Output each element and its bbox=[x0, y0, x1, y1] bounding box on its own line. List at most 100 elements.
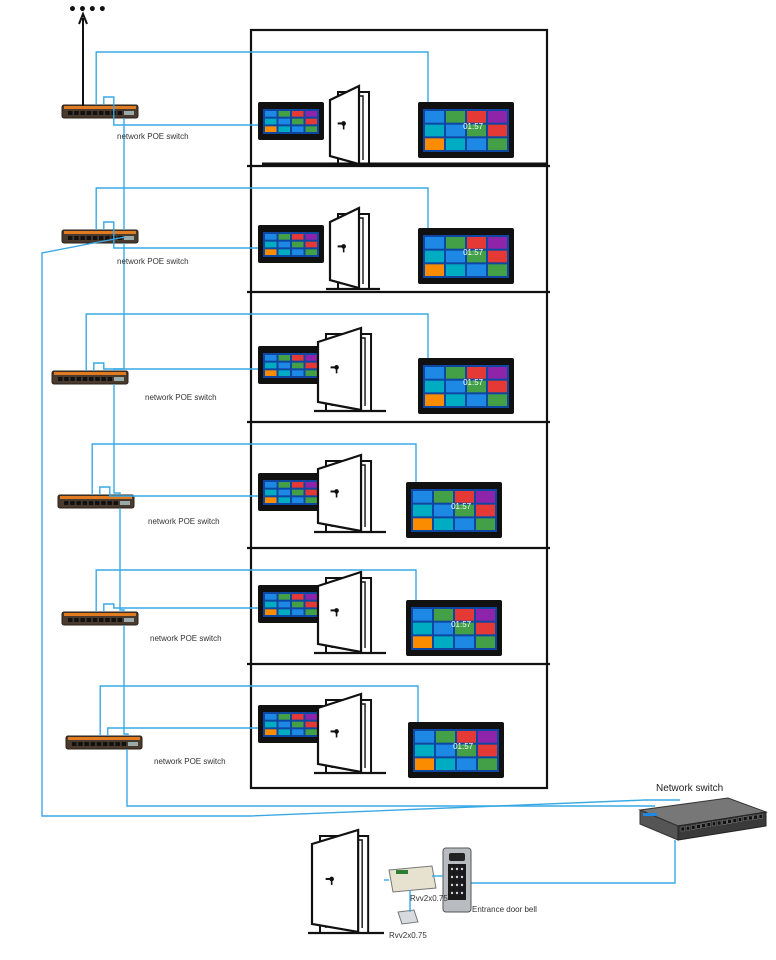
bottom-switch-uplink bbox=[126, 749, 655, 807]
power-supply-body bbox=[388, 865, 437, 893]
cable-to-large-monitor bbox=[99, 685, 419, 736]
network-switch-port bbox=[753, 814, 758, 820]
lock-keyhole bbox=[335, 731, 338, 738]
screen-tile bbox=[305, 355, 317, 361]
screen-tile bbox=[278, 362, 290, 369]
screen-tile bbox=[446, 111, 465, 123]
screen-tile bbox=[305, 126, 317, 132]
poe-switch-label: network POE switch bbox=[154, 757, 226, 766]
screen-tile bbox=[425, 111, 444, 123]
doorbell-key bbox=[460, 867, 464, 871]
screen-tile bbox=[278, 355, 290, 361]
screen-tile bbox=[436, 731, 455, 743]
switch-port bbox=[111, 618, 116, 622]
switch-port bbox=[105, 111, 110, 115]
screen-tile bbox=[467, 394, 486, 406]
screen-tile bbox=[265, 355, 277, 361]
cable-to-large-monitor bbox=[95, 187, 429, 230]
screen-tile bbox=[305, 241, 317, 248]
cable-to-monitor bbox=[93, 362, 258, 371]
entrance-door-icon bbox=[308, 828, 384, 935]
screen-tile bbox=[265, 234, 277, 240]
screen-tile bbox=[278, 497, 290, 503]
screen-tile bbox=[425, 124, 444, 137]
screen-tile bbox=[305, 609, 317, 615]
screen-tile bbox=[425, 138, 444, 150]
screen-tile bbox=[425, 367, 444, 379]
screen-tile bbox=[305, 234, 317, 240]
network-switch-label: Network switch bbox=[656, 783, 724, 794]
switch-uplink bbox=[120, 501, 130, 505]
switch-port bbox=[68, 618, 73, 622]
screen-tile bbox=[305, 118, 317, 125]
screen-tile bbox=[467, 264, 486, 276]
indoor-monitor-icon bbox=[258, 473, 324, 511]
door-icon bbox=[326, 206, 380, 291]
cable-to-large-monitor bbox=[85, 313, 429, 371]
switch-stripe bbox=[64, 613, 136, 616]
switch-port bbox=[101, 501, 106, 505]
screen-tile bbox=[455, 609, 474, 621]
screen-tile bbox=[455, 518, 474, 530]
screen-tile bbox=[292, 241, 304, 248]
screen-tile bbox=[425, 250, 444, 263]
switch-port bbox=[92, 236, 98, 240]
screen-tile bbox=[265, 370, 277, 376]
network-switch-port bbox=[738, 817, 743, 822]
network-switch-port bbox=[722, 820, 727, 825]
indoor-monitor-large-icon: 01:57 bbox=[418, 228, 514, 284]
screen-tile bbox=[446, 264, 465, 276]
switch-port bbox=[72, 742, 77, 746]
switch-port bbox=[99, 111, 104, 115]
screen-tile bbox=[265, 249, 277, 255]
screen-tile bbox=[446, 380, 465, 393]
screen-tile bbox=[467, 111, 486, 123]
indoor-monitor-icon bbox=[258, 102, 324, 140]
exit-button-icon bbox=[397, 909, 419, 925]
cable-to-large-monitor bbox=[95, 51, 429, 105]
screen-tile bbox=[476, 491, 495, 503]
screen-tile bbox=[265, 241, 277, 248]
switch-port bbox=[105, 236, 110, 240]
antenna-tip bbox=[78, 11, 88, 25]
screen-tile bbox=[278, 241, 290, 248]
main-uplink-cable bbox=[41, 236, 680, 817]
screen-tile bbox=[278, 594, 290, 600]
switch-port bbox=[99, 236, 104, 240]
screen-tile bbox=[265, 714, 277, 720]
screen-tile bbox=[488, 367, 507, 379]
switch-port bbox=[96, 742, 102, 746]
switch-port bbox=[74, 111, 79, 115]
switch-port bbox=[103, 742, 108, 746]
screen-tile bbox=[305, 489, 317, 496]
screen-tile bbox=[425, 264, 444, 276]
poe-switch-label: network POE switch bbox=[150, 634, 222, 643]
screen-tile bbox=[488, 250, 507, 263]
lock-keyhole bbox=[335, 367, 338, 374]
switch-port bbox=[80, 111, 85, 115]
doorbell-cable bbox=[470, 840, 676, 884]
cable-to-monitor bbox=[103, 221, 258, 249]
switch-uplink bbox=[124, 236, 134, 240]
switch-port bbox=[68, 236, 73, 240]
switch-stripe bbox=[68, 737, 140, 740]
screen-tile bbox=[292, 234, 304, 240]
screen-tile bbox=[488, 380, 507, 393]
screen-tile bbox=[292, 362, 304, 369]
network-switch-port bbox=[732, 818, 737, 823]
screen-tile bbox=[278, 609, 290, 615]
screen-clock-text: 01:57 bbox=[463, 248, 484, 257]
screen-tile bbox=[265, 594, 277, 600]
switch-port bbox=[99, 618, 104, 622]
poe-switch-icon bbox=[61, 229, 139, 244]
screen-tile bbox=[278, 489, 290, 496]
switch-port bbox=[70, 501, 75, 505]
power-supply-icon bbox=[388, 865, 437, 925]
screen-tile bbox=[467, 237, 486, 249]
network-switch-icon bbox=[638, 797, 768, 841]
doorbell-key bbox=[450, 867, 454, 871]
screen-tile bbox=[488, 264, 507, 276]
cable-to-large-monitor bbox=[95, 569, 417, 612]
